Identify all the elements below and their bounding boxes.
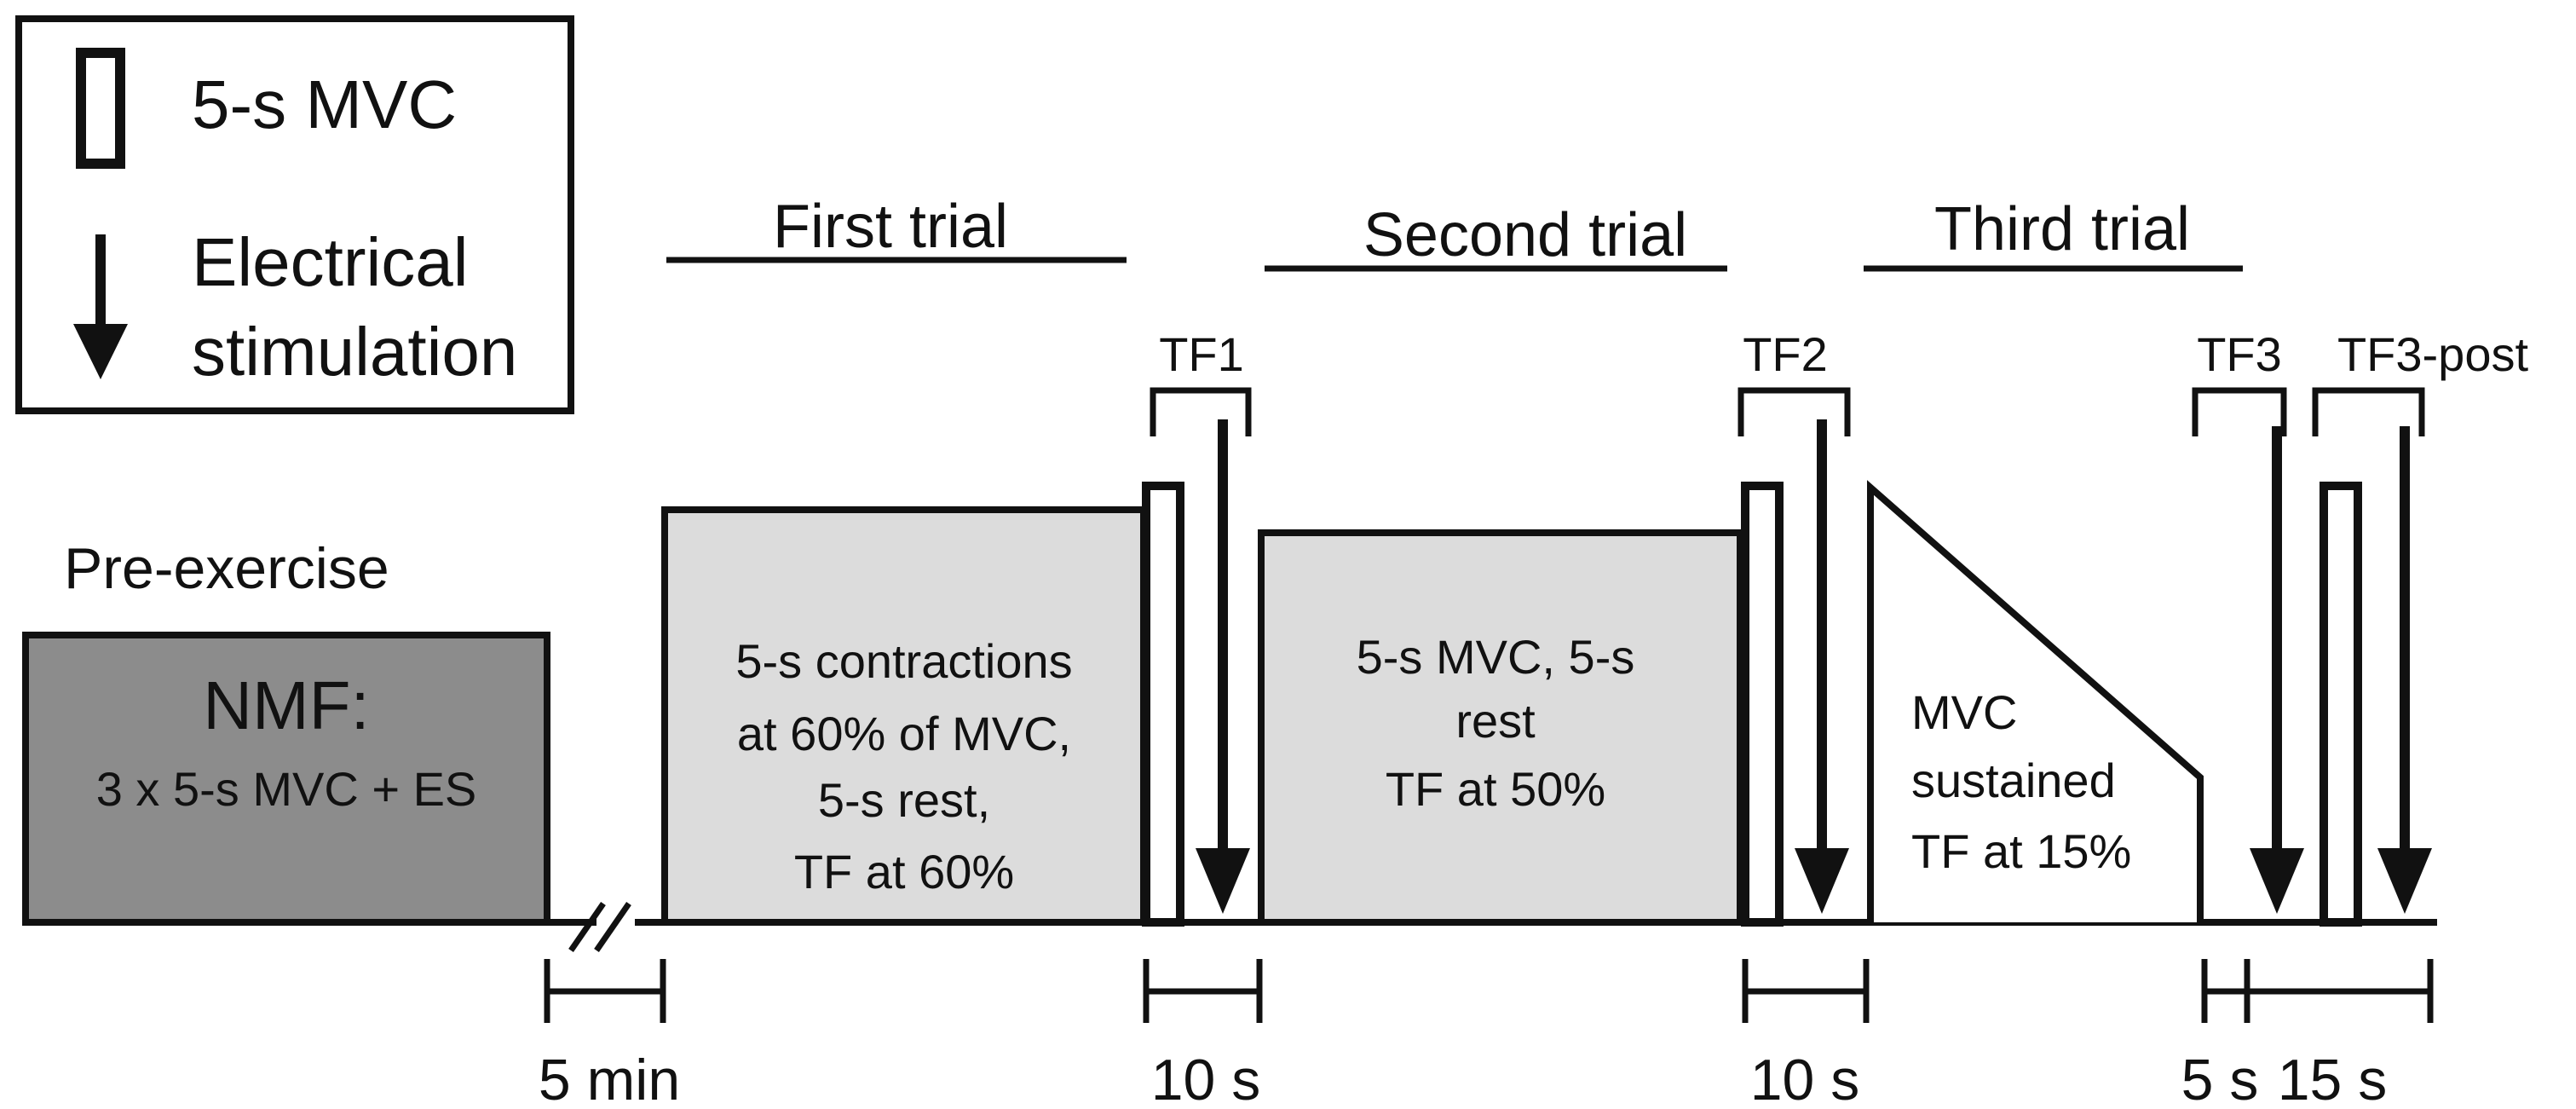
- tf3-stimulation-arrow-icon: [2250, 426, 2304, 914]
- tf1-bracket: [1150, 387, 1252, 436]
- duration-gap-label: 5 min: [539, 1048, 680, 1109]
- third-trial-text-1: MVC: [1911, 685, 2017, 739]
- third-trial-block: [1867, 480, 2204, 922]
- second-trial-text-3: TF at 50%: [1386, 762, 1605, 816]
- mvc-legend-label: 5-s MVC: [192, 66, 457, 142]
- second-trial-block: [1258, 529, 1743, 926]
- tf3-post-label: TF3-post: [2337, 327, 2528, 381]
- duration-tf3-label: 5 s: [2181, 1048, 2259, 1109]
- duration-tf2-label: 10 s: [1750, 1048, 1860, 1109]
- third-trial-text-2: sustained: [1911, 754, 2116, 807]
- tf3-label: TF3: [2197, 327, 2282, 381]
- tf2-bracket: [1738, 387, 1851, 436]
- nmf-block: [22, 632, 550, 926]
- nmf-detail: 3 x 5-s MVC + ES: [96, 762, 477, 816]
- tf2-stimulation-arrow-icon: [1795, 419, 1849, 914]
- third-trial-title: Third trial: [1934, 195, 2190, 263]
- tf3-post-mvc-bar: [2320, 482, 2362, 927]
- pre-exercise-label: Pre-exercise: [64, 536, 389, 601]
- tf1-stimulation-arrow-icon: [1196, 419, 1250, 914]
- third-trial-text-3: TF at 15%: [1911, 824, 2131, 878]
- legend: 5-s MVC Electrical stimulation: [15, 15, 574, 414]
- first-trial-text-1: 5-s contractions: [735, 634, 1072, 688]
- duration-tf3-post-label: 15 s: [2278, 1048, 2388, 1109]
- duration-brackets: [544, 959, 2434, 1023]
- first-trial-block: [661, 506, 1147, 926]
- second-trial-title: Second trial: [1363, 201, 1687, 269]
- second-trial-text-2: rest: [1455, 694, 1536, 748]
- mvc-legend-icon: [76, 48, 125, 169]
- axis-break-icon: [568, 902, 631, 952]
- stimulation-legend-arrow-icon: [73, 234, 128, 379]
- tf2-mvc-bar: [1741, 482, 1784, 927]
- first-trial-text-2: at 60% of MVC,: [737, 707, 1071, 760]
- tf2-label: TF2: [1743, 327, 1828, 381]
- second-trial-text-1: 5-s MVC, 5-s: [1357, 630, 1635, 684]
- legend-frame: [15, 15, 574, 414]
- tf1-label: TF1: [1159, 327, 1244, 381]
- duration-tf1-label: 10 s: [1151, 1048, 1261, 1109]
- tf1-mvc-bar: [1142, 482, 1184, 927]
- tf3-post-bracket: [2312, 387, 2425, 436]
- first-trial-text-4: TF at 60%: [794, 845, 1014, 898]
- tf3-bracket: [2192, 387, 2287, 436]
- nmf-title: NMF:: [203, 667, 370, 743]
- stimulation-legend-label-2: stimulation: [192, 314, 517, 390]
- stimulation-legend-label-1: Electrical: [192, 224, 469, 300]
- first-trial-text-3: 5-s rest,: [818, 773, 990, 827]
- first-trial-title: First trial: [773, 193, 1008, 261]
- tf3-post-stimulation-arrow-icon: [2377, 426, 2432, 914]
